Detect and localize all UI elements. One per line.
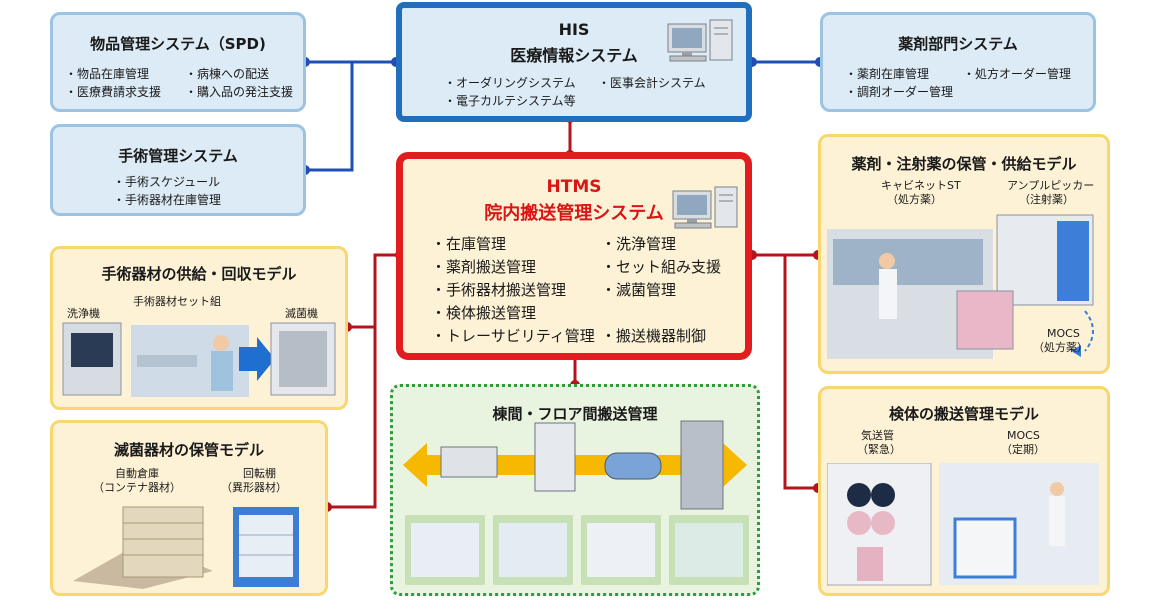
spd-item: ・医療費請求支援 [65, 85, 162, 99]
cabinet-sub: （処方薬） [887, 193, 942, 206]
instrument-set-label: 手術器材セット組 [133, 295, 221, 308]
instrument-model-box: 手術器材の供給・回収モデル 洗浄機 手術器材セット組 滅菌機 [50, 246, 348, 410]
pneumatic-tube-sub: （緊急） [857, 443, 901, 456]
htms-right-connector [752, 253, 818, 490]
computer-icon [667, 19, 733, 62]
auto-warehouse-label: 自動倉庫 [115, 467, 159, 480]
instrument-model-title: 手術器材の供給・回収モデル [101, 265, 297, 283]
washer-label: 洗浄機 [67, 307, 100, 320]
interfloor-box: 棟間・フロア間搬送管理 [390, 384, 760, 596]
specimen-model-title: 検体の搬送管理モデル [888, 405, 1039, 423]
pharmacy-item: ・調剤オーダー管理 [845, 85, 954, 99]
rotary-shelf-sub: （異形器材） [221, 481, 287, 494]
htms-item: ・セット組み支援 [601, 258, 722, 276]
his-subtitle: 医療情報システム [510, 46, 638, 65]
ampule-sub: （注射薬） [1019, 193, 1074, 206]
scene-photo [581, 515, 661, 585]
htms-item: ・搬送機器制御 [601, 327, 707, 345]
htms-item: ・薬剤搬送管理 [431, 258, 537, 276]
auto-warehouse-sub: （コンテナ器材） [93, 481, 181, 494]
spd-item: ・病棟への配送 [185, 67, 270, 81]
scene-photo [669, 515, 749, 585]
interfloor-title: 棟間・フロア間搬送管理 [492, 405, 658, 423]
specimen-model-box: 検体の搬送管理モデル 気送管 （緊急） MOCS （定期） [818, 386, 1110, 596]
his-item: ・電子カルテシステム等 [444, 94, 576, 108]
drug-model-box: 薬剤・注射薬の保管・供給モデル キャビネットST （処方薬） アンプルピッカー … [818, 134, 1110, 374]
specimen-model-picture [827, 463, 1099, 586]
surgery-box: 手術管理システム ・手術スケジュール ・手術器材在庫管理 [50, 124, 306, 216]
htms-item: ・検体搬送管理 [431, 304, 537, 322]
mocs-sub: （定期） [1001, 443, 1045, 456]
htms-item: ・滅菌管理 [601, 281, 677, 299]
htms-item: ・在庫管理 [431, 235, 507, 253]
drug-model-title: 薬剤・注射薬の保管・供給モデル [851, 155, 1077, 173]
spd-item: ・購入品の発注支援 [185, 85, 294, 99]
pneumatic-tube-label: 気送管 [861, 429, 894, 442]
mocs-sub: （処方薬） [1033, 341, 1088, 354]
htms-item: ・手術器材搬送管理 [431, 281, 567, 299]
pharmacy-title: 薬剤部門システム [898, 35, 1018, 53]
pharmacy-item: ・処方オーダー管理 [963, 67, 1072, 81]
htms-box: HTMS 院内搬送管理システム ・在庫管理 ・洗浄管理 ・薬剤搬送管理 ・セット… [396, 152, 752, 360]
his-item: ・医事会計システム [598, 76, 706, 90]
instrument-model-picture [62, 322, 336, 397]
sterile-model-picture [73, 506, 299, 589]
mocs-label: MOCS [1007, 429, 1040, 442]
mocs-label: MOCS [1047, 327, 1080, 340]
computer-icon [672, 186, 738, 229]
htms-left-connector [327, 253, 400, 509]
sterilizer-label: 滅菌機 [285, 307, 318, 320]
surgery-his-connector [305, 62, 354, 172]
interfloor-picture [403, 420, 747, 510]
rotary-shelf-label: 回転棚 [243, 467, 276, 480]
his-item: ・オーダリングシステム [444, 76, 576, 90]
his-box: HIS 医療情報システム ・オーダリングシステム ・医事会計システム ・電子カル… [396, 2, 752, 122]
pharmacy-box: 薬剤部門システム ・薬剤在庫管理 ・処方オーダー管理 ・調剤オーダー管理 [820, 12, 1096, 112]
htms-item: ・洗浄管理 [601, 235, 677, 253]
spd-box: 物品管理システム（SPD) ・物品在庫管理 ・病棟への配送 ・医療費請求支援 ・… [50, 12, 306, 112]
surgery-item: ・手術スケジュール [113, 175, 221, 189]
htms-item: ・トレーサビリティ管理 [431, 327, 595, 345]
cabinet-label: キャビネットST [881, 179, 961, 192]
pharmacy-item: ・薬剤在庫管理 [845, 67, 930, 81]
spd-title: 物品管理システム（SPD) [90, 35, 266, 53]
spd-item: ・物品在庫管理 [65, 67, 150, 81]
surgery-title: 手術管理システム [118, 147, 238, 165]
ampule-label: アンプルピッカー [1007, 179, 1095, 192]
sterile-model-box: 滅菌器材の保管モデル 自動倉庫 （コンテナ器材） 回転棚 （異形器材） [50, 420, 328, 596]
surgery-item: ・手術器材在庫管理 [113, 193, 222, 207]
htms-title: HTMS [546, 177, 602, 197]
scene-photo [493, 515, 573, 585]
drug-model-picture [827, 214, 1094, 359]
his-title: HIS [558, 20, 590, 39]
scene-photo [405, 515, 485, 585]
sterile-model-title: 滅菌器材の保管モデル [113, 441, 264, 459]
htms-subtitle: 院内搬送管理システム [484, 203, 664, 224]
